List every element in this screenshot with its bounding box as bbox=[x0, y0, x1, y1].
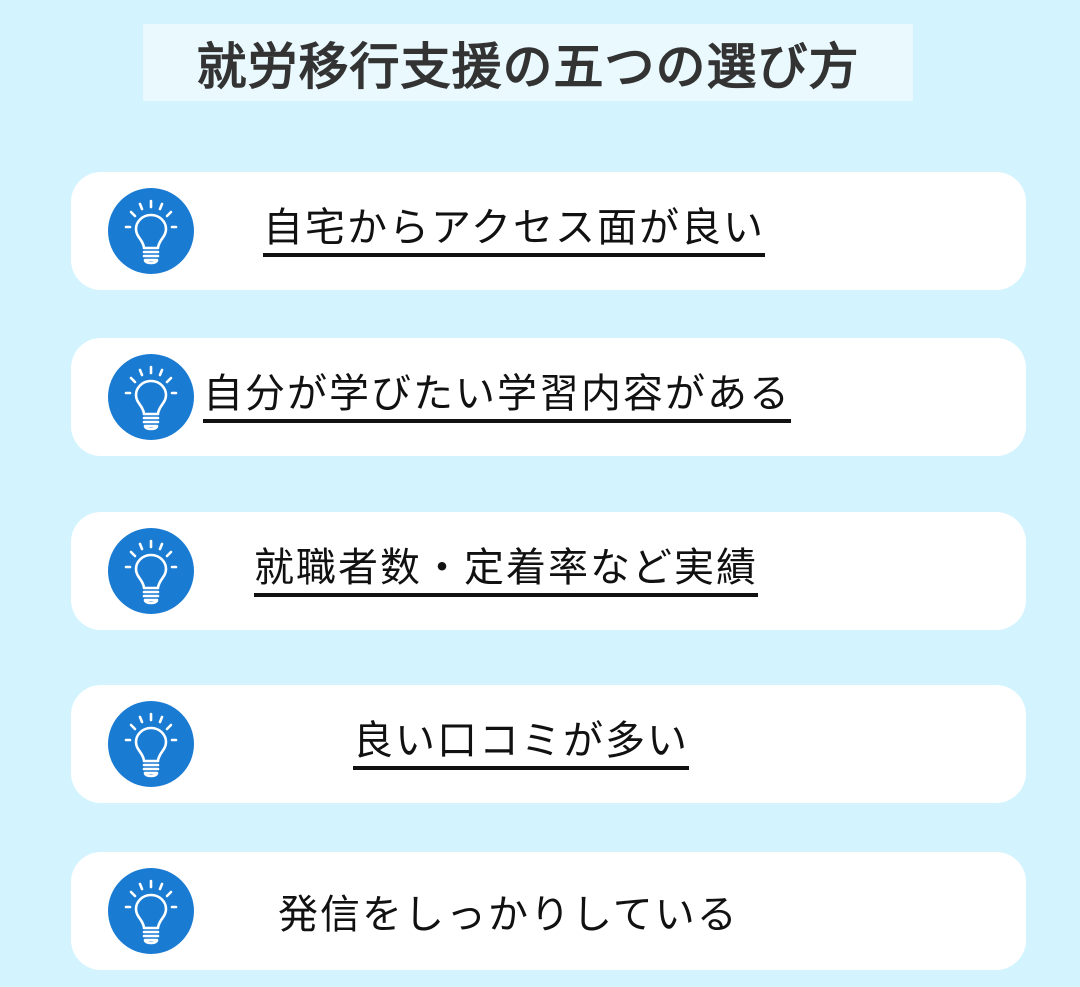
item-label: 発信をしっかりしている bbox=[278, 892, 739, 938]
lightbulb-icon bbox=[108, 868, 194, 954]
list-item: 就職者数・定着率など実績 bbox=[71, 512, 1026, 630]
lightbulb-icon bbox=[108, 528, 194, 614]
lightbulb-icon bbox=[108, 701, 194, 787]
lightbulb-icon bbox=[108, 354, 194, 440]
lightbulb-icon bbox=[108, 188, 194, 274]
list-item: 良い口コミが多い bbox=[71, 685, 1026, 803]
item-label: 良い口コミが多い bbox=[353, 685, 689, 803]
item-label: 就職者数・定着率など実績 bbox=[254, 512, 758, 630]
item-label: 自分が学びたい学習内容がある bbox=[203, 338, 791, 456]
item-label: 自宅からアクセス面が良い bbox=[263, 172, 765, 290]
list-item: 発信をしっかりしている bbox=[71, 852, 1026, 970]
title-banner: 就労移行支援の五つの選び方 bbox=[143, 24, 913, 101]
list-item: 自分が学びたい学習内容がある bbox=[71, 338, 1026, 456]
list-item: 自宅からアクセス面が良い bbox=[71, 172, 1026, 290]
page-title: 就労移行支援の五つの選び方 bbox=[196, 37, 860, 96]
